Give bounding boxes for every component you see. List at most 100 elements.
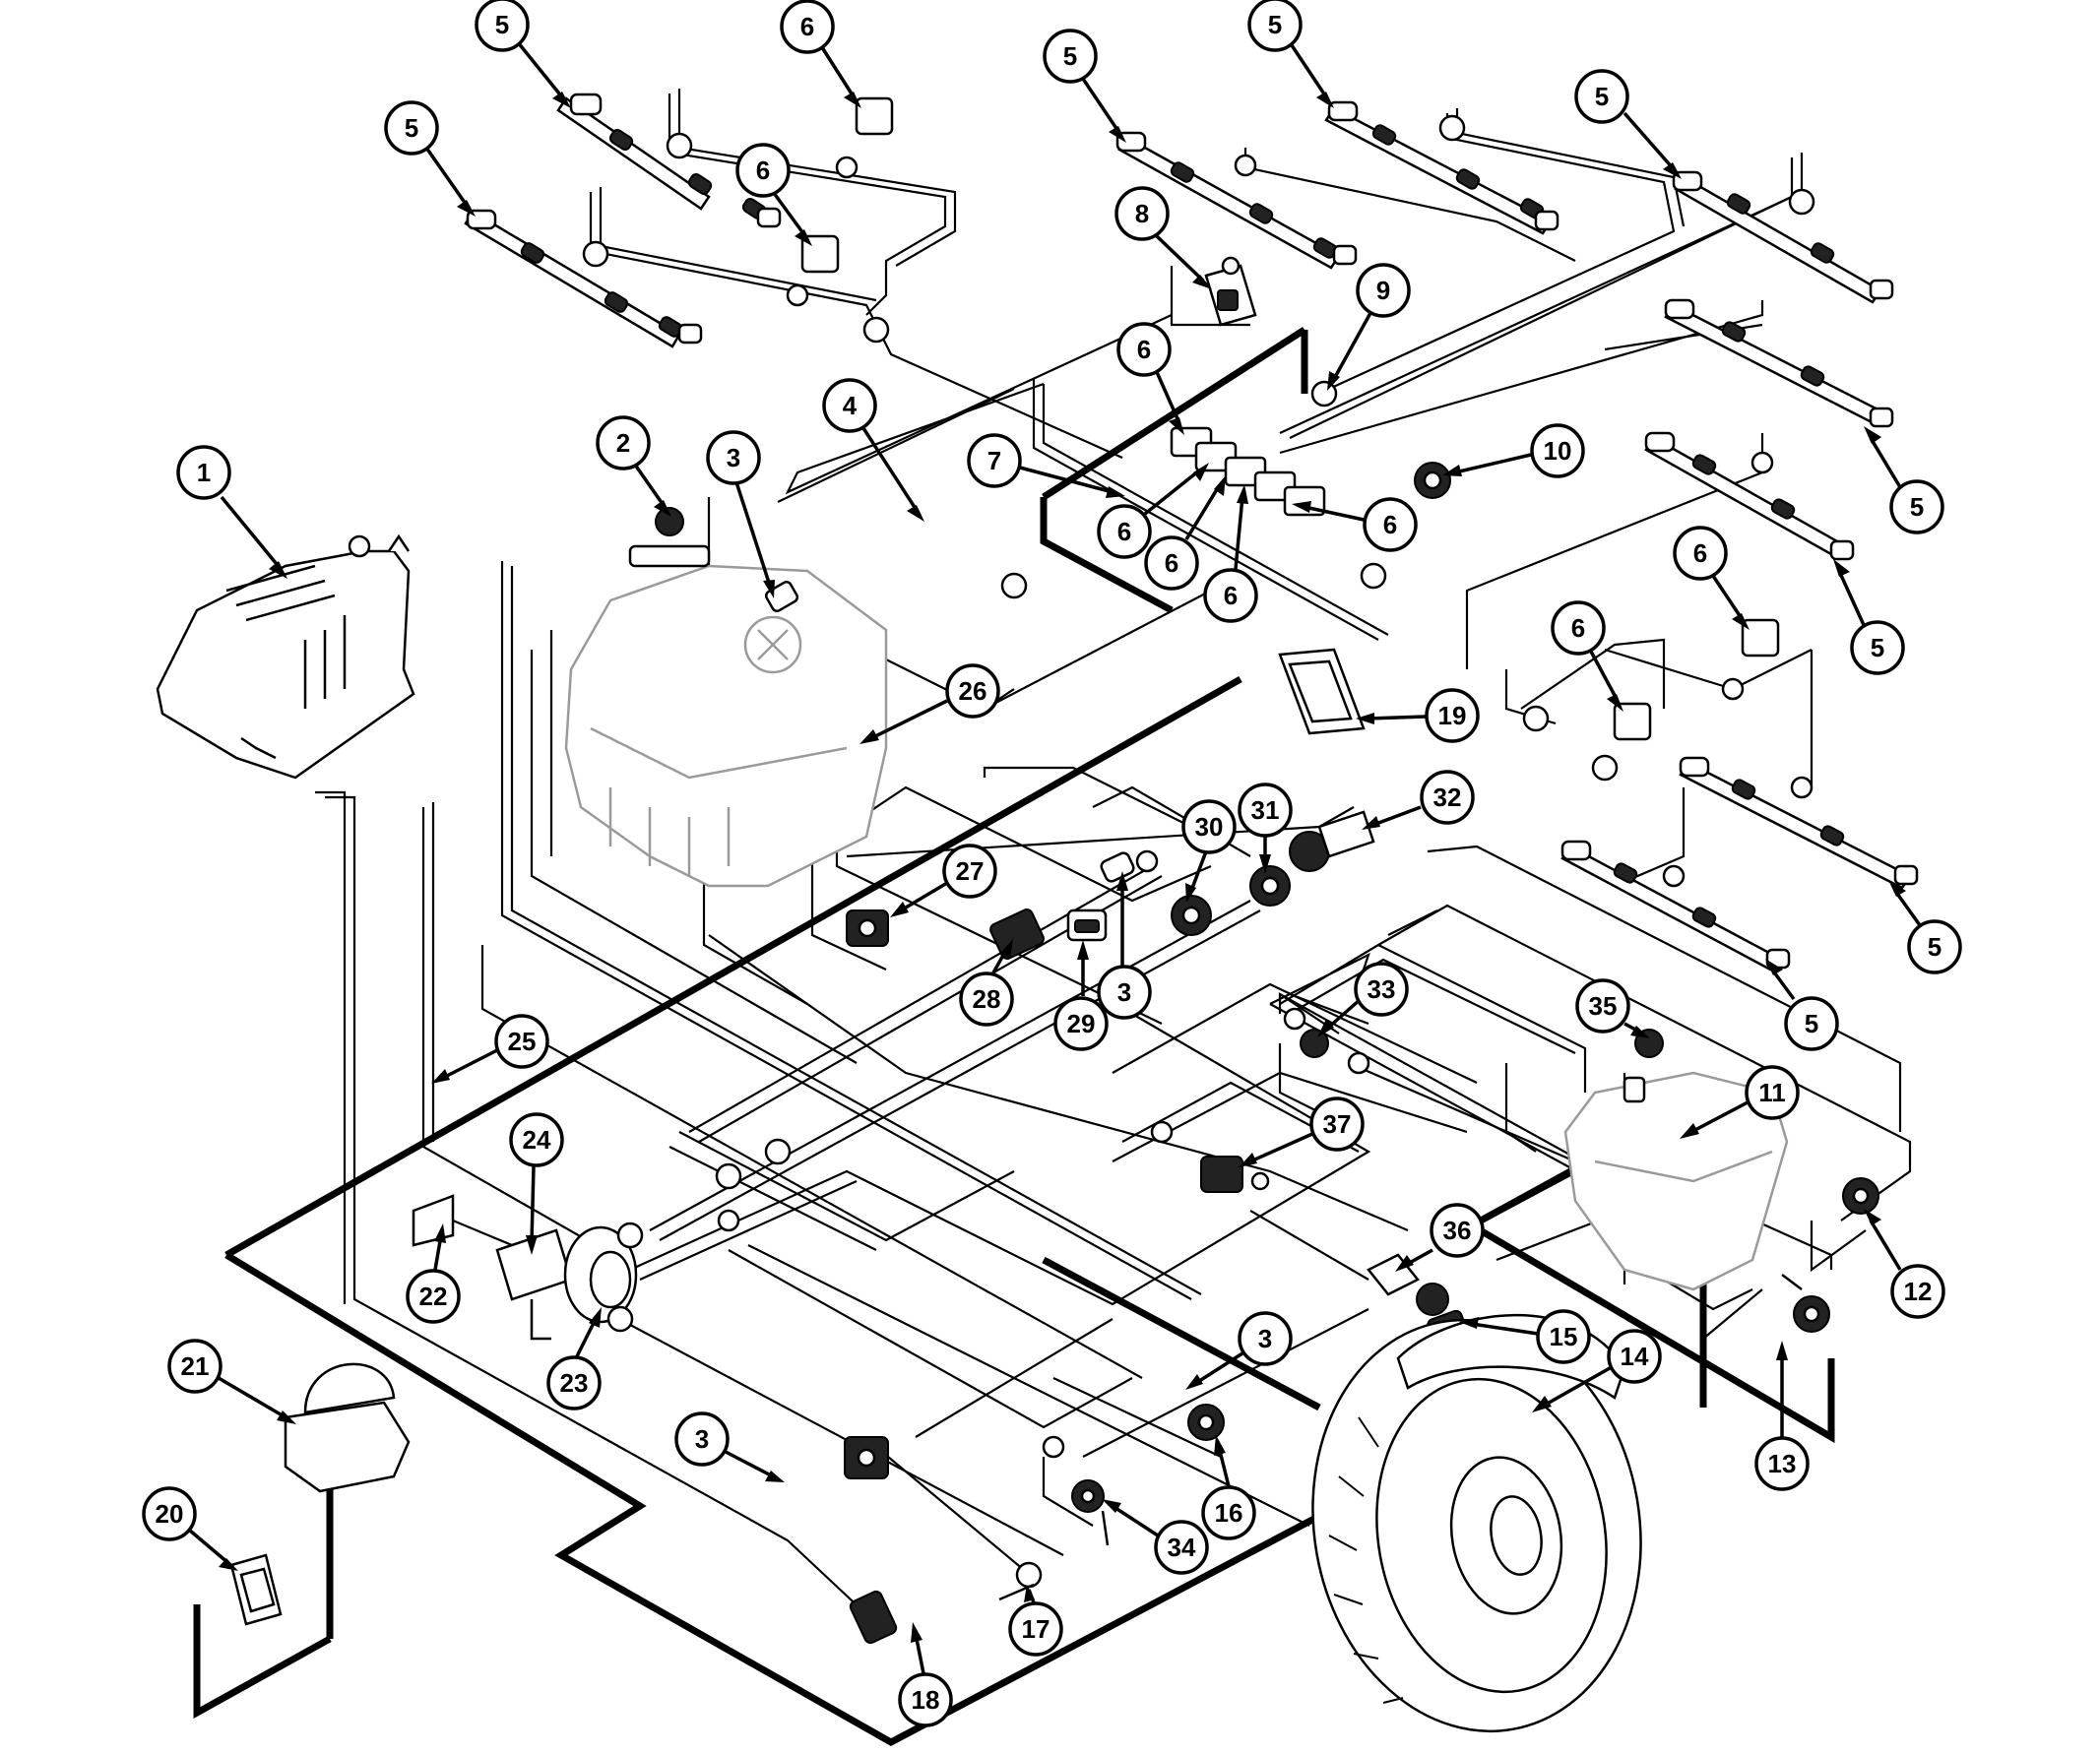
- manifold-bank: [1170, 426, 1326, 517]
- svg-text:16: 16: [1215, 1498, 1243, 1528]
- boom-right-3: [1644, 431, 1855, 561]
- callout-29: 29: [1053, 940, 1109, 1051]
- svg-text:14: 14: [1621, 1342, 1649, 1371]
- callout-11: 11: [1680, 1065, 1800, 1139]
- svg-text:3: 3: [727, 443, 740, 472]
- callout-12: 12: [1864, 1209, 1945, 1319]
- reservoir-assembly-1: [156, 533, 415, 780]
- valve-28: [989, 909, 1045, 960]
- svg-text:6: 6: [1117, 517, 1131, 546]
- callout-22: 22: [406, 1223, 461, 1324]
- svg-text:19: 19: [1438, 701, 1467, 730]
- callout-13: 13: [1754, 1341, 1810, 1491]
- svg-text:31: 31: [1251, 795, 1280, 825]
- callout-32: 32: [1362, 770, 1475, 830]
- svg-text:6: 6: [1383, 510, 1397, 539]
- solenoid-valves: [800, 96, 1780, 741]
- callout-21: 21: [167, 1339, 296, 1424]
- boom-right-2: [1664, 298, 1894, 428]
- valve-bottom-left: [844, 1436, 889, 1479]
- callout-16: 16: [1201, 1435, 1256, 1540]
- svg-text:7: 7: [987, 446, 1001, 475]
- callouts: 1 2 3 4 5: [142, 0, 1962, 1727]
- svg-text:12: 12: [1904, 1277, 1933, 1306]
- spray-booms: [464, 93, 1919, 973]
- callout-1: 1: [176, 445, 287, 579]
- callout-33: 33: [1317, 962, 1409, 1037]
- svg-text:23: 23: [560, 1368, 589, 1398]
- callout-6-b: 6: [735, 143, 812, 246]
- callout-2: 2: [596, 415, 671, 517]
- lever-17: [875, 1446, 1043, 1601]
- accumulator-21: [284, 1362, 411, 1493]
- svg-text:20: 20: [156, 1499, 184, 1529]
- sensor-20: [229, 1553, 283, 1626]
- callout-3-right: 3: [1185, 1311, 1293, 1390]
- tee-fittings: [582, 114, 1815, 1459]
- callout-3-mid: 3: [1097, 871, 1152, 1020]
- callout-14: 14: [1532, 1329, 1662, 1412]
- svg-text:3: 3: [695, 1424, 709, 1454]
- svg-text:6: 6: [1165, 548, 1178, 578]
- svg-text:28: 28: [973, 984, 1001, 1014]
- callout-6-h: 6: [1673, 526, 1750, 630]
- valve-34: [1071, 1479, 1110, 1546]
- svg-text:5: 5: [1268, 10, 1282, 39]
- callout-5-d: 5: [1247, 0, 1334, 108]
- svg-text:10: 10: [1544, 436, 1572, 466]
- svg-text:11: 11: [1758, 1078, 1786, 1107]
- callout-31: 31: [1238, 783, 1293, 874]
- valve-31: [1171, 865, 1291, 936]
- boom-upper-left-1: [556, 93, 782, 228]
- callout-17: 17: [1008, 1585, 1063, 1657]
- svg-text:26: 26: [959, 676, 987, 706]
- callout-37: 37: [1239, 1097, 1365, 1167]
- svg-text:24: 24: [523, 1125, 551, 1155]
- callout-10: 10: [1442, 423, 1585, 478]
- callout-3-bottom: 3: [674, 1411, 785, 1482]
- valve-33: [1283, 1007, 1329, 1058]
- svg-text:6: 6: [1693, 538, 1707, 568]
- callout-6-c: 6: [1116, 322, 1184, 435]
- callout-6-a: 6: [780, 0, 861, 108]
- valve-12: [1842, 1177, 1879, 1215]
- callout-5-i: 5: [1765, 959, 1839, 1051]
- boom-upper-center-2: [1324, 100, 1559, 235]
- callout-20: 20: [142, 1486, 238, 1571]
- callout-34: 34: [1102, 1499, 1209, 1575]
- callout-5-c: 5: [1043, 29, 1126, 143]
- svg-text:37: 37: [1323, 1109, 1352, 1139]
- spray-tank: [564, 564, 888, 888]
- svg-text:35: 35: [1589, 991, 1618, 1021]
- valve-16: [1187, 1404, 1225, 1441]
- svg-text:21: 21: [181, 1351, 210, 1381]
- callout-3-top: 3: [706, 430, 775, 598]
- callout-5-f: 5: [1864, 426, 1944, 534]
- svg-text:36: 36: [1443, 1216, 1472, 1245]
- svg-text:29: 29: [1067, 1009, 1096, 1038]
- callout-6-f: 6: [1203, 484, 1258, 623]
- callout-7: 7: [967, 433, 1125, 498]
- valve-13: [1781, 1274, 1830, 1333]
- callout-4: 4: [822, 378, 924, 522]
- svg-text:13: 13: [1768, 1449, 1797, 1478]
- svg-text:5: 5: [1063, 41, 1077, 71]
- svg-text:22: 22: [419, 1282, 448, 1311]
- svg-text:5: 5: [405, 113, 418, 143]
- svg-text:17: 17: [1022, 1614, 1050, 1644]
- svg-text:2: 2: [616, 428, 630, 458]
- callout-6-d: 6: [1097, 463, 1209, 559]
- fitting-30: [1100, 849, 1159, 883]
- callout-5-h: 5: [1888, 880, 1962, 974]
- svg-text:5: 5: [1910, 492, 1924, 522]
- svg-text:25: 25: [508, 1027, 537, 1056]
- callout-6-i: 6: [1551, 600, 1623, 712]
- svg-text:33: 33: [1368, 974, 1396, 1004]
- valve-32: [1289, 810, 1375, 872]
- valve-29: [1066, 909, 1108, 942]
- valve-27: [846, 909, 889, 947]
- svg-text:5: 5: [1928, 932, 1941, 962]
- callout-15: 15: [1459, 1309, 1591, 1364]
- boom-upper-left-2: [464, 209, 703, 348]
